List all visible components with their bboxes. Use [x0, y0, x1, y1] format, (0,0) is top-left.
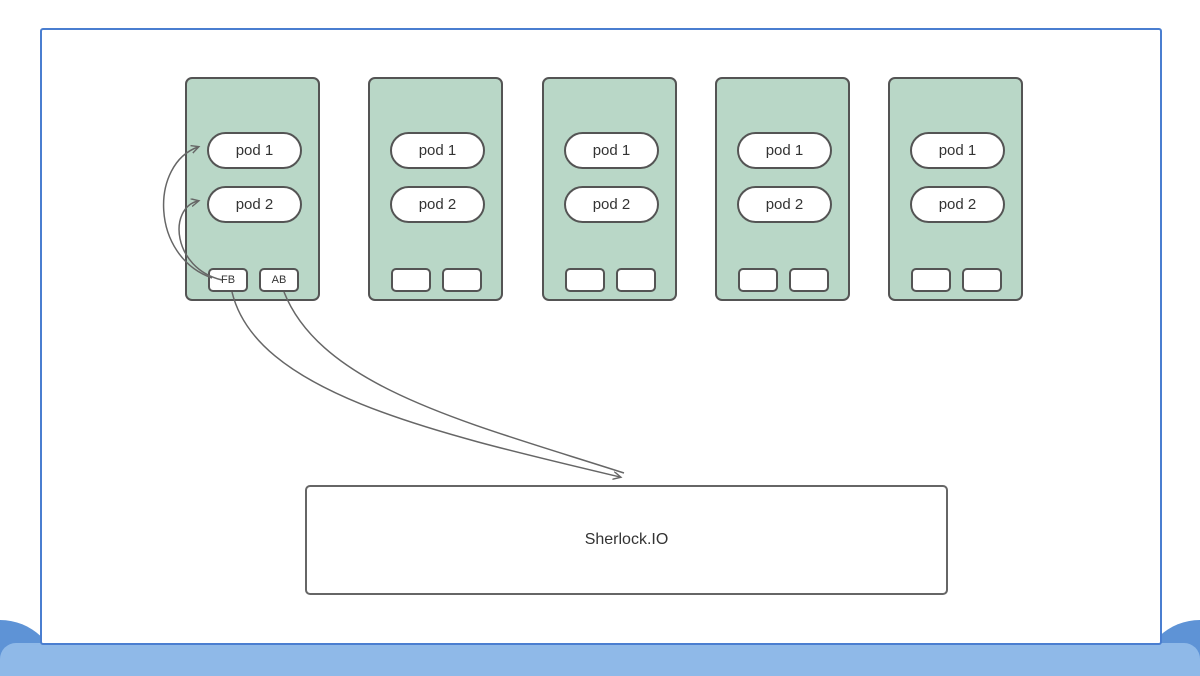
agent-slot — [442, 268, 482, 292]
agent-slot — [565, 268, 605, 292]
pod-2: pod 2 — [910, 186, 1005, 223]
pod-1: pod 1 — [207, 132, 302, 169]
pod-1: pod 1 — [390, 132, 485, 169]
node-box-5: pod 1 pod 2 — [888, 77, 1023, 301]
agent-slot — [911, 268, 951, 292]
agent-slot — [789, 268, 829, 292]
pod-2: pod 2 — [564, 186, 659, 223]
node-box-3: pod 1 pod 2 — [542, 77, 677, 301]
pod-1: pod 1 — [737, 132, 832, 169]
ribbon-band — [0, 643, 1200, 676]
pod-1: pod 1 — [910, 132, 1005, 169]
agent-slot — [616, 268, 656, 292]
node-box-1: pod 1 pod 2 FB AB — [185, 77, 320, 301]
agent-slot — [738, 268, 778, 292]
agent-slot-fb: FB — [208, 268, 248, 292]
pod-2: pod 2 — [207, 186, 302, 223]
agent-slot — [391, 268, 431, 292]
pod-2: pod 2 — [737, 186, 832, 223]
agent-slot — [962, 268, 1002, 292]
node-box-4: pod 1 pod 2 — [715, 77, 850, 301]
agent-slot-ab: AB — [259, 268, 299, 292]
sherlock-io-box: Sherlock.IO — [305, 485, 948, 595]
arrow-ab-to-sherlock — [283, 291, 625, 474]
arrow-fb-to-sherlock — [231, 291, 620, 477]
pod-1: pod 1 — [564, 132, 659, 169]
node-box-2: pod 1 pod 2 — [368, 77, 503, 301]
pod-2: pod 2 — [390, 186, 485, 223]
